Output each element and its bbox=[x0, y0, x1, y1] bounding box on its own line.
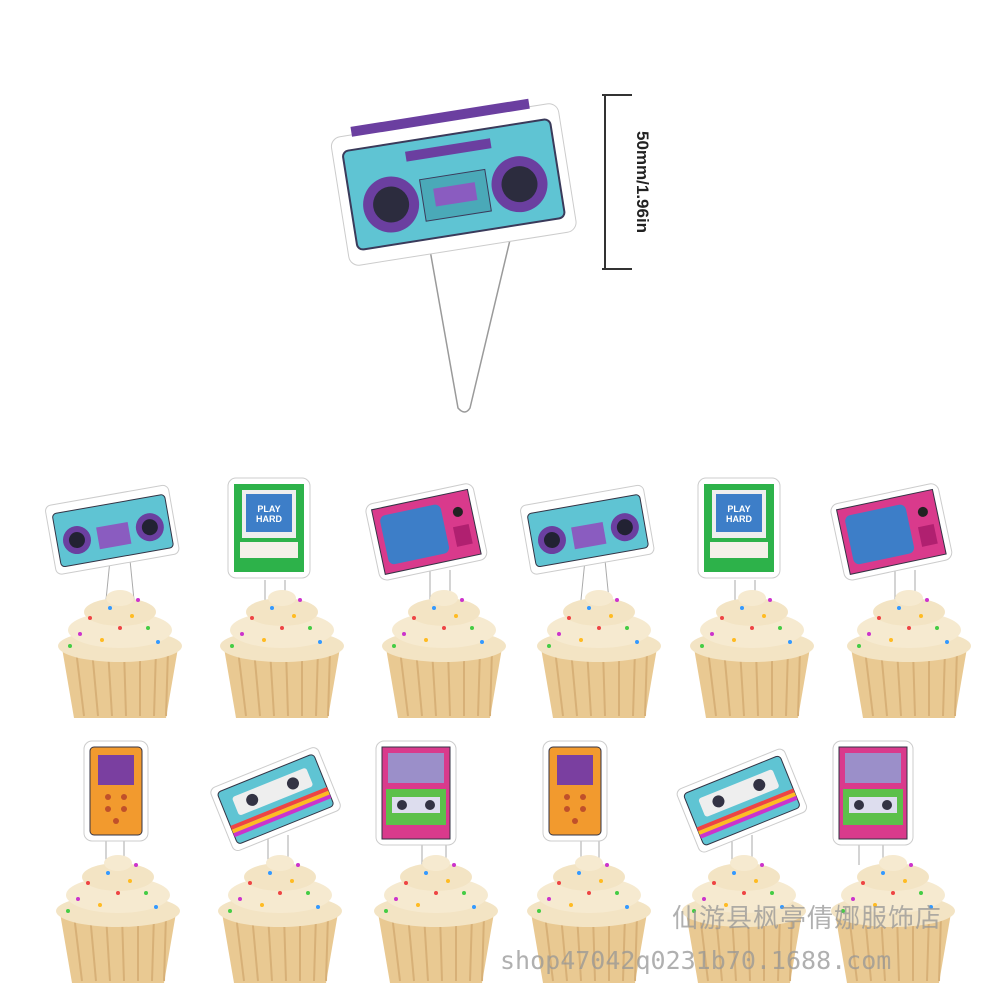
cupcake-handheld-2 bbox=[515, 735, 665, 985]
featured-topper bbox=[320, 90, 580, 420]
play-hard-text: PLAY bbox=[257, 504, 280, 514]
dimension-line bbox=[604, 95, 606, 269]
dimension-cap-top bbox=[602, 94, 632, 96]
cupcake-boombox-2 bbox=[515, 470, 665, 720]
cupcake-cassette-2 bbox=[670, 735, 820, 985]
cupcake-tv-2 bbox=[825, 470, 975, 720]
svg-text:HARD: HARD bbox=[256, 514, 282, 524]
dimension-label: 50mm/1.96in bbox=[633, 130, 652, 234]
svg-text:PLAY: PLAY bbox=[727, 504, 750, 514]
boombox-topper-large bbox=[330, 98, 577, 413]
cupcake-arcade-1: PLAY HARD bbox=[200, 470, 350, 720]
watermark-shop-name: 仙游县枫亭倩娜服饰店 bbox=[672, 904, 943, 934]
cupcake-handheld-1 bbox=[40, 735, 190, 985]
watermark-url: shop47042q0231b70.1688.com bbox=[500, 946, 892, 975]
cupcake-arcade-2: PLAY HARD bbox=[670, 470, 820, 720]
cupcake-recorder-1 bbox=[360, 735, 510, 985]
svg-text:HARD: HARD bbox=[726, 514, 752, 524]
cupcake-recorder-2 bbox=[825, 735, 975, 985]
cupcake-tv-1 bbox=[360, 470, 510, 720]
dimension-cap-bottom bbox=[602, 268, 632, 270]
cupcake-cassette-1 bbox=[200, 735, 350, 985]
cupcake-boombox-1 bbox=[40, 470, 190, 720]
